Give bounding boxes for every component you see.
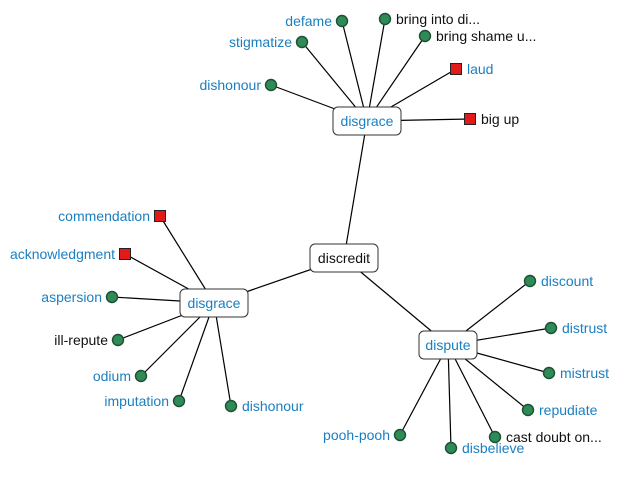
center-node-discredit[interactable]: discredit [309, 243, 379, 273]
synonym-marker-icon [295, 35, 309, 49]
leaf-odium[interactable]: odium [93, 368, 148, 384]
leaf-aspersion-label: aspersion [41, 289, 102, 305]
synonym-marker-icon [134, 369, 148, 383]
synonym-marker-icon [378, 12, 392, 26]
edge-center-hub-0 [343, 120, 368, 259]
center-node-discredit-label: discredit [318, 250, 370, 266]
leaf-bring-shame-u[interactable]: bring shame u... [418, 28, 537, 44]
synonym-marker-icon [488, 430, 502, 444]
graph-nodes: defame bring into di...bring shame u... st… [10, 11, 609, 456]
leaf-distrust-label: distrust [562, 320, 607, 336]
synonym-marker-icon [393, 428, 407, 442]
leaf-mistrust[interactable]: mistrust [542, 365, 610, 381]
leaf-ill-repute[interactable]: ill-repute [54, 332, 125, 348]
leaf-discount-label: discount [541, 273, 593, 289]
edge-hub-disgrace-top-defame [341, 20, 368, 122]
leaf-repudiate-label: repudiate [539, 402, 598, 418]
hub-disgrace-left[interactable]: disgrace [179, 288, 249, 318]
leaf-defame-label: defame [285, 13, 332, 29]
hub-disgrace-left-label: disgrace [188, 295, 241, 311]
leaf-dishonour[interactable]: dishonour [200, 77, 278, 93]
edge-hub-disgrace-left-imputation [178, 302, 215, 402]
hub-dispute-box [418, 330, 478, 360]
leaf-acknowledgment[interactable]: acknowledgment [10, 246, 131, 262]
antonym-marker-icon [450, 63, 462, 75]
leaf-cast-doubt-on[interactable]: cast doubt on... [488, 429, 602, 445]
synonym-marker-icon [105, 290, 119, 304]
synonym-marker-icon [335, 14, 349, 28]
leaf-ill-repute-label: ill-repute [54, 332, 108, 348]
leaf-laud[interactable]: laud [450, 61, 494, 77]
leaf-disbelieve[interactable]: disbelieve [444, 440, 525, 456]
edge-hub-dispute-disbelieve [447, 344, 452, 449]
center-node-discredit-box [309, 243, 379, 273]
synonym-marker-icon [523, 274, 537, 288]
leaf-bring-shame-u-label: bring shame u... [436, 28, 536, 44]
graph-edges [111, 18, 552, 449]
antonym-marker-icon [119, 248, 131, 260]
leaf-imputation[interactable]: imputation [104, 393, 186, 409]
leaf-pooh-pooh-label: pooh-pooh [323, 427, 390, 443]
leaf-defame[interactable]: defame [285, 13, 349, 29]
leaf-repudiate[interactable]: repudiate [521, 402, 598, 418]
leaf-cast-doubt-on-label: cast doubt on... [506, 429, 602, 445]
leaf-big-up[interactable]: big up [464, 111, 520, 127]
edge-hub-dispute-cast-doubt-on [447, 344, 496, 438]
edge-hub-disgrace-top-bring-into-di [366, 18, 386, 122]
leaf-dishonour-label: dishonour [242, 398, 304, 414]
leaf-laud-label: laud [467, 61, 493, 77]
hub-disgrace-top[interactable]: disgrace [332, 106, 402, 136]
synonym-marker-icon [172, 394, 186, 408]
leaf-commendation[interactable]: commendation [58, 208, 166, 224]
hub-disgrace-top-label: disgrace [341, 113, 394, 129]
synonym-marker-icon [111, 333, 125, 347]
hub-dispute-label: dispute [425, 337, 470, 353]
leaf-distrust[interactable]: distrust [544, 320, 608, 336]
synonym-marker-icon [444, 441, 458, 455]
leaf-stigmatize-label: stigmatize [229, 34, 292, 50]
leaf-aspersion[interactable]: aspersion [41, 289, 119, 305]
leaf-dishonour[interactable]: dishonour [224, 398, 304, 414]
leaf-discount[interactable]: discount [523, 273, 594, 289]
leaf-bring-into-di[interactable]: bring into di... [378, 11, 481, 27]
leaf-mistrust-label: mistrust [560, 365, 609, 381]
antonym-marker-icon [154, 210, 166, 222]
synonym-marker-icon [521, 403, 535, 417]
synonym-marker-icon [544, 321, 558, 335]
leaf-bring-into-di-label: bring into di... [396, 11, 480, 27]
synonym-marker-icon [224, 399, 238, 413]
edge-hub-dispute-pooh-pooh [399, 344, 449, 436]
leaf-imputation-label: imputation [104, 393, 169, 409]
leaf-disbelieve-label: disbelieve [462, 440, 524, 456]
leaf-commendation-label: commendation [58, 208, 150, 224]
hub-disgrace-left-box [179, 288, 249, 318]
hub-dispute[interactable]: dispute [418, 330, 478, 360]
leaf-dishonour-label: dishonour [200, 77, 262, 93]
synonym-marker-icon [542, 366, 556, 380]
leaf-acknowledgment-label: acknowledgment [10, 246, 115, 262]
leaf-pooh-pooh[interactable]: pooh-pooh [323, 427, 407, 443]
synonym-marker-icon [264, 78, 278, 92]
leaf-odium-label: odium [93, 368, 131, 384]
hub-disgrace-top-box [332, 106, 402, 136]
leaf-big-up-label: big up [481, 111, 519, 127]
edge-hub-disgrace-left-dishonour [213, 302, 232, 407]
antonym-marker-icon [464, 113, 476, 125]
synonym-marker-icon [418, 29, 432, 43]
leaf-stigmatize[interactable]: stigmatize [229, 34, 309, 50]
